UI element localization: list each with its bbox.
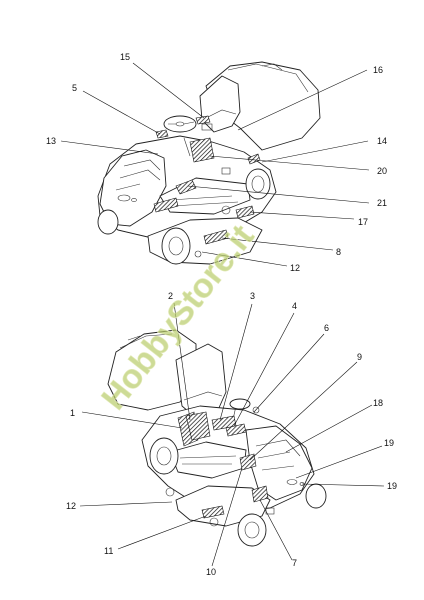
callout-19-lower: 19 (387, 481, 397, 491)
label-14-decal (247, 153, 261, 165)
callout-12: 12 (290, 263, 300, 273)
callout-13: 13 (46, 136, 56, 146)
label-4-decal (225, 423, 247, 437)
callout-21: 21 (377, 198, 387, 208)
callout-17: 17 (358, 217, 368, 227)
callout-6: 6 (324, 323, 329, 333)
top-mower-view (97, 61, 321, 265)
label-20-decal (189, 137, 215, 163)
top-leaders (60, 62, 370, 267)
label-15-decal (195, 115, 211, 125)
callout-16: 16 (373, 65, 383, 75)
callout-9: 9 (357, 352, 362, 362)
callout-5: 5 (72, 83, 77, 93)
callout-3: 3 (250, 291, 255, 301)
label-8-decal (203, 229, 229, 245)
callout-7: 7 (292, 558, 297, 568)
label-17-decal (235, 205, 255, 219)
label-11-decal (201, 505, 225, 519)
bottom-mower-view (107, 329, 327, 547)
label-5-decal (155, 129, 169, 139)
bottom-callouts: 2 3 4 6 9 1 18 19 19 12 11 10 7 (66, 291, 397, 577)
label-7-decal (251, 485, 269, 503)
label-13-decal (153, 197, 179, 213)
callout-11: 11 (104, 546, 113, 556)
callout-12-lower: 12 (66, 501, 76, 511)
callout-15: 15 (120, 52, 130, 62)
label-21-decal (175, 179, 197, 195)
callout-20: 20 (377, 166, 387, 176)
callout-1: 1 (70, 408, 75, 418)
callout-4: 4 (292, 301, 297, 311)
bottom-leaders (79, 302, 385, 567)
callout-2: 2 (168, 291, 173, 301)
callout-8: 8 (336, 247, 341, 257)
label-2-decal (185, 411, 211, 441)
callout-19-upper: 19 (384, 438, 394, 448)
callout-18: 18 (373, 398, 383, 408)
top-callouts: 15 16 5 13 14 20 21 17 8 12 (46, 52, 387, 273)
callout-14: 14 (377, 136, 387, 146)
callout-10: 10 (206, 567, 216, 577)
